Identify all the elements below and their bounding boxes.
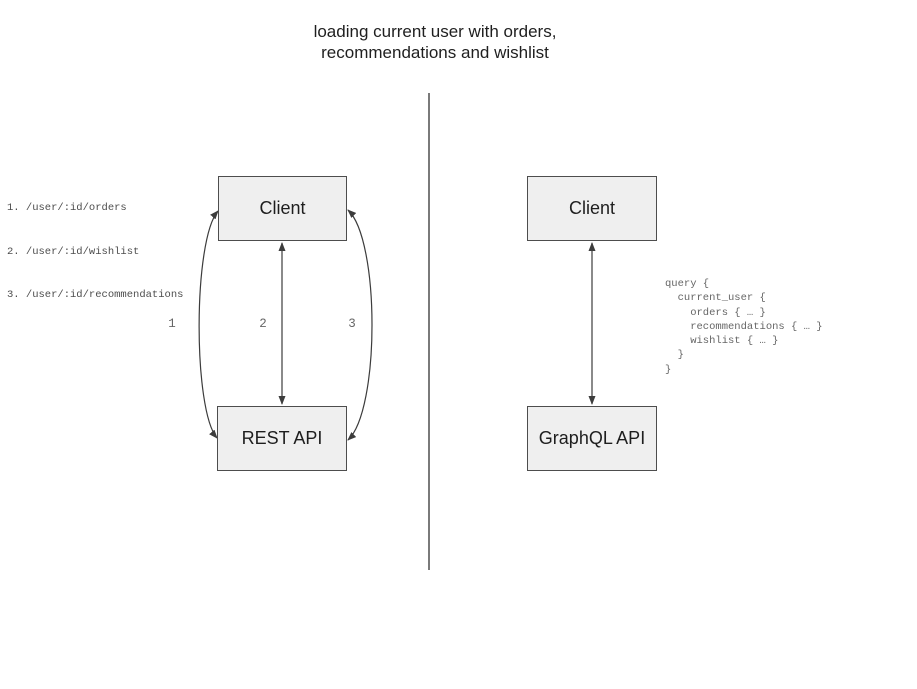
diagram-title: loading current user with orders, recomm… — [313, 22, 557, 62]
rest-api-label: REST API — [241, 428, 323, 448]
rest-api-box: REST API — [217, 406, 347, 471]
endpoint-item: 1. /user/:id/orders — [7, 202, 127, 214]
graphql-query-code: query { current_user { orders { … } reco… — [665, 278, 823, 376]
graphql-client-box: Client — [527, 176, 657, 241]
graphql-api-label: GraphQL API — [538, 428, 646, 448]
rest-arrow-3-curve — [347, 209, 373, 441]
arrow-label-2: 2 — [259, 317, 267, 331]
rest-client-label: Client — [259, 198, 306, 218]
arrow-label-1: 1 — [168, 317, 176, 331]
rest-arrow-1-curve — [198, 210, 219, 439]
arrow-label-3: 3 — [348, 317, 356, 331]
rest-endpoints-list: 1. /user/:id/orders 2. /user/:id/wishlis… — [7, 172, 183, 332]
endpoint-item: 3. /user/:id/recommendations — [7, 289, 184, 301]
rest-client-box: Client — [218, 176, 347, 241]
endpoint-item: 2. /user/:id/wishlist — [7, 245, 140, 258]
panel-divider — [428, 93, 430, 570]
graphql-api-box: GraphQL API — [527, 406, 657, 471]
graphql-client-label: Client — [568, 198, 616, 218]
